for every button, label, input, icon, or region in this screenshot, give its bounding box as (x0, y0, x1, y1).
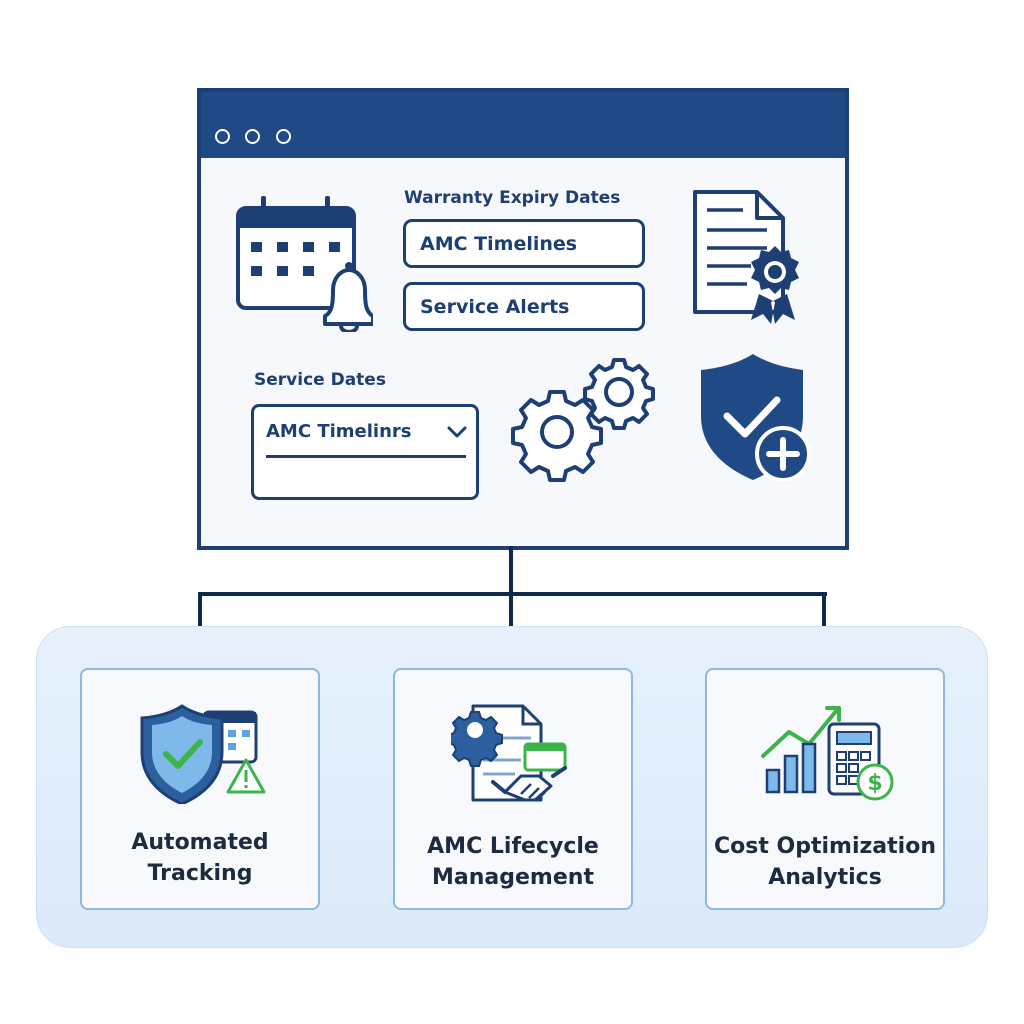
amc-timelines-dropdown[interactable]: AMC Timelinrs (251, 404, 479, 500)
window-control-dot[interactable] (215, 129, 230, 144)
bell-icon (323, 262, 373, 332)
window-titlebar (201, 92, 845, 158)
svg-text:$: $ (867, 771, 882, 796)
card-label-line1: Automated (131, 830, 269, 855)
dropdown-underline (266, 455, 466, 458)
shield-calendar-alert-icon (140, 704, 266, 804)
calendar-icon (236, 196, 356, 310)
feature-card-amc-lifecycle[interactable]: AMC Lifecycle Management (393, 668, 633, 910)
chart-calculator-icon: $ (761, 706, 894, 801)
window-control-dot[interactable] (245, 129, 260, 144)
amc-timelines-field[interactable]: AMC Timelines (403, 219, 645, 268)
service-alerts-field[interactable]: Service Alerts (403, 282, 645, 331)
calendar-bell-icon (236, 196, 373, 332)
chevron-down-icon (447, 426, 467, 438)
window-control-dot[interactable] (276, 129, 291, 144)
document-handshake-icon (451, 704, 567, 802)
card-label-line1: AMC Lifecycle (427, 834, 599, 859)
shield-check-plus-icon (701, 354, 811, 482)
card-label-line2: Tracking (147, 861, 253, 886)
app-window: Warranty Expiry Dates AMC Timelines Serv… (197, 88, 849, 550)
connector-line (509, 546, 513, 668)
feature-card-automated-tracking[interactable]: Automated Tracking (80, 668, 320, 910)
card-label-line2: Management (432, 865, 594, 890)
gears-icon (511, 358, 655, 482)
card-label-line1: Cost Optimization (714, 834, 936, 859)
service-dates-label: Service Dates (254, 370, 386, 390)
warranty-expiry-label: Warranty Expiry Dates (404, 188, 621, 208)
dropdown-value: AMC Timelinrs (266, 421, 412, 442)
connector-line (198, 592, 827, 596)
certificate-document-icon (693, 190, 799, 324)
feature-card-cost-optimization[interactable]: $ Cost Optimization Analytics (705, 668, 945, 910)
card-label-line2: Analytics (768, 865, 882, 890)
